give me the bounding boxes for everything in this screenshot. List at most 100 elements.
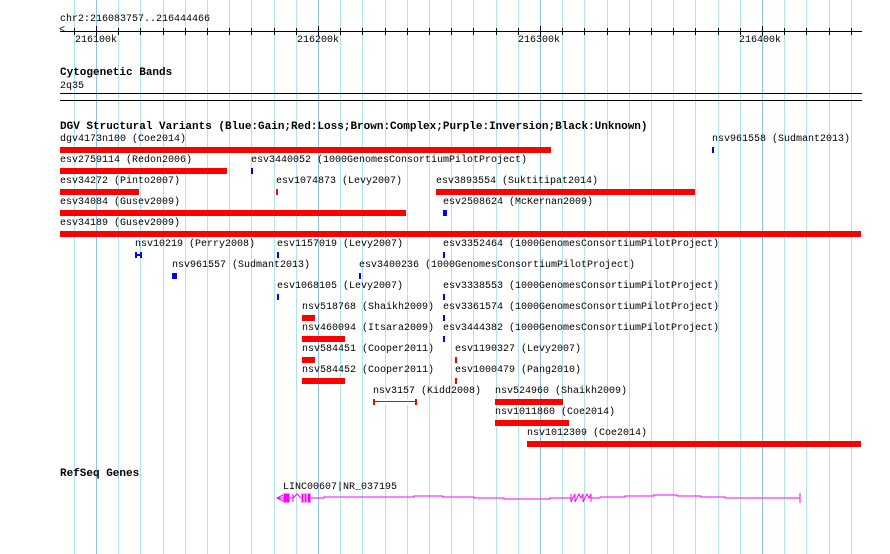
ruler-tick-label: 216300k [518, 35, 561, 46]
grid-line [385, 0, 386, 554]
gene-exon [301, 493, 304, 503]
dgv-feature-label[interactable]: nsv961558 (Sudmant2013) [712, 134, 851, 145]
dgv-feature-label[interactable]: esv1000479 (Pang2010) [455, 365, 582, 376]
ruler-tick [562, 28, 563, 35]
grid-line [429, 0, 430, 554]
dgv-feature-label[interactable]: esv34272 (Pinto2007) [60, 176, 181, 187]
dgv-feature-label[interactable]: esv3338553 (1000GenomesConsortiumPilotPr… [443, 281, 720, 292]
dgv-feature-bar[interactable] [712, 147, 714, 153]
ruler-tick [629, 28, 630, 35]
dgv-feature-label[interactable]: esv1157019 (Levy2007) [277, 239, 404, 250]
dgv-feature-bar[interactable] [302, 378, 345, 384]
ruler-tick [296, 28, 297, 35]
grid-line [229, 0, 230, 554]
ruler-tick [762, 26, 763, 36]
gene-label[interactable]: LINC00607|NR_037195 [283, 482, 398, 493]
refseq-track-title[interactable]: RefSeq Genes [60, 468, 140, 480]
dgv-feature-bar[interactable] [443, 252, 445, 258]
dgv-feature-bar[interactable] [495, 399, 563, 405]
dgv-feature-bar[interactable] [302, 336, 345, 342]
grid-line [562, 0, 563, 554]
dgv-feature-bar[interactable] [302, 315, 315, 321]
dgv-feature-label[interactable]: esv34189 (Gusev2009) [60, 218, 181, 229]
cytoband-track-title[interactable]: Cytogenetic Bands [60, 67, 173, 79]
ruler-tick-label: 216200k [297, 35, 340, 46]
dgv-feature-label[interactable]: nsv460094 (Itsara2009) [302, 323, 435, 334]
dgv-feature-bar[interactable] [359, 273, 361, 279]
dgv-feature-label[interactable]: nsv584451 (Cooper2011) [302, 344, 435, 355]
grid-line [673, 0, 674, 554]
dgv-feature-bar[interactable] [276, 189, 278, 195]
dgv-feature-label[interactable]: dgv4173n100 (Coe2014) [60, 134, 187, 145]
ruler-tick [651, 28, 652, 35]
dgv-feature-bar[interactable] [373, 399, 417, 405]
dgv-feature-label[interactable]: nsv518768 (Shaikh2009) [302, 302, 435, 313]
dgv-feature-label[interactable]: nsv584452 (Cooper2011) [302, 365, 435, 376]
dgv-feature-label[interactable]: esv3400236 (1000GenomesConsortiumPilotPr… [359, 260, 636, 271]
dgv-feature-label[interactable]: esv3440052 (1000GenomesConsortiumPilotPr… [251, 155, 528, 166]
grid-line [451, 0, 452, 554]
dgv-feature-label[interactable]: nsv1012309 (Coe2014) [527, 428, 648, 439]
dgv-feature-bar[interactable] [436, 189, 695, 195]
ruler-tick [96, 26, 97, 36]
dgv-feature-bar[interactable] [135, 252, 142, 258]
grid-line [185, 0, 186, 554]
ruler-left-arrow[interactable]: < [59, 25, 65, 36]
dgv-feature-bar[interactable] [443, 210, 447, 216]
dgv-feature-bar[interactable] [443, 336, 445, 342]
dgv-feature-label[interactable]: esv2508624 (McKernan2009) [443, 197, 594, 208]
grid-line [496, 0, 497, 554]
ruler-tick [163, 28, 164, 35]
dgv-feature-label[interactable]: esv1190327 (Levy2007) [455, 344, 582, 355]
ruler-tick [829, 28, 830, 35]
dgv-feature-bar[interactable] [60, 231, 861, 237]
dgv-feature-label[interactable]: nsv961557 (Sudmant2013) [172, 260, 311, 271]
dgv-feature-bar[interactable] [60, 168, 227, 174]
dgv-feature-label[interactable]: nsv1011860 (Coe2014) [495, 407, 616, 418]
dgv-feature-bar[interactable] [60, 189, 139, 195]
dgv-feature-bar[interactable] [172, 273, 177, 279]
grid-line [96, 0, 97, 554]
dgv-feature-bar[interactable] [60, 147, 551, 153]
ruler-tick [473, 28, 474, 35]
dgv-feature-bar[interactable] [60, 210, 406, 216]
cytoband-line-top [60, 93, 862, 94]
ruler-tick [429, 28, 430, 35]
grid-line [318, 0, 319, 554]
dgv-feature-bar[interactable] [527, 441, 861, 447]
grid-line [473, 0, 474, 554]
gene-exon [304, 493, 307, 503]
grid-line [118, 0, 119, 554]
gene-strand-arrow-icon [275, 494, 284, 502]
dgv-feature-label[interactable]: esv34084 (Gusev2009) [60, 197, 181, 208]
dgv-feature-bar[interactable] [443, 315, 445, 321]
dgv-track-title[interactable]: DGV Structural Variants (Blue:Gain;Red:L… [60, 121, 648, 133]
dgv-feature-bar[interactable] [251, 168, 253, 174]
dgv-feature-bar[interactable] [455, 357, 457, 363]
dgv-feature-bar[interactable] [495, 420, 569, 426]
dgv-feature-label[interactable]: nsv524960 (Shaikh2009) [495, 386, 628, 397]
dgv-feature-label[interactable]: esv3444382 (1000GenomesConsortiumPilotPr… [443, 323, 720, 334]
dgv-feature-label[interactable]: nsv3157 (Kidd2008) [373, 386, 482, 397]
dgv-feature-label[interactable]: esv1074873 (Levy2007) [276, 176, 403, 187]
grid-line [806, 0, 807, 554]
ruler-tick [540, 26, 541, 36]
dgv-feature-bar[interactable] [443, 294, 445, 300]
dgv-feature-label[interactable]: esv3361574 (1000GenomesConsortiumPilotPr… [443, 302, 720, 313]
cytoband-label: 2q35 [60, 81, 85, 92]
ruler-tick [784, 28, 785, 35]
dgv-feature-label[interactable]: nsv10219 (Perry2008) [135, 239, 256, 250]
dgv-feature-bar[interactable] [277, 294, 279, 300]
grid-line [274, 0, 275, 554]
dgv-feature-bar[interactable] [302, 357, 315, 363]
dgv-feature-bar[interactable] [277, 252, 279, 258]
dgv-feature-label[interactable]: esv2759114 (Redon2006) [60, 155, 193, 166]
dgv-feature-label[interactable]: esv1068105 (Levy2007) [277, 281, 404, 292]
dgv-feature-label[interactable]: esv3352464 (1000GenomesConsortiumPilotPr… [443, 239, 720, 250]
dgv-feature-label[interactable]: esv3893554 (Suktitipat2014) [436, 176, 599, 187]
dgv-feature-bar[interactable] [455, 378, 457, 384]
grid-line [784, 0, 785, 554]
ruler-axis [60, 31, 862, 32]
ruler-tick [584, 28, 585, 35]
